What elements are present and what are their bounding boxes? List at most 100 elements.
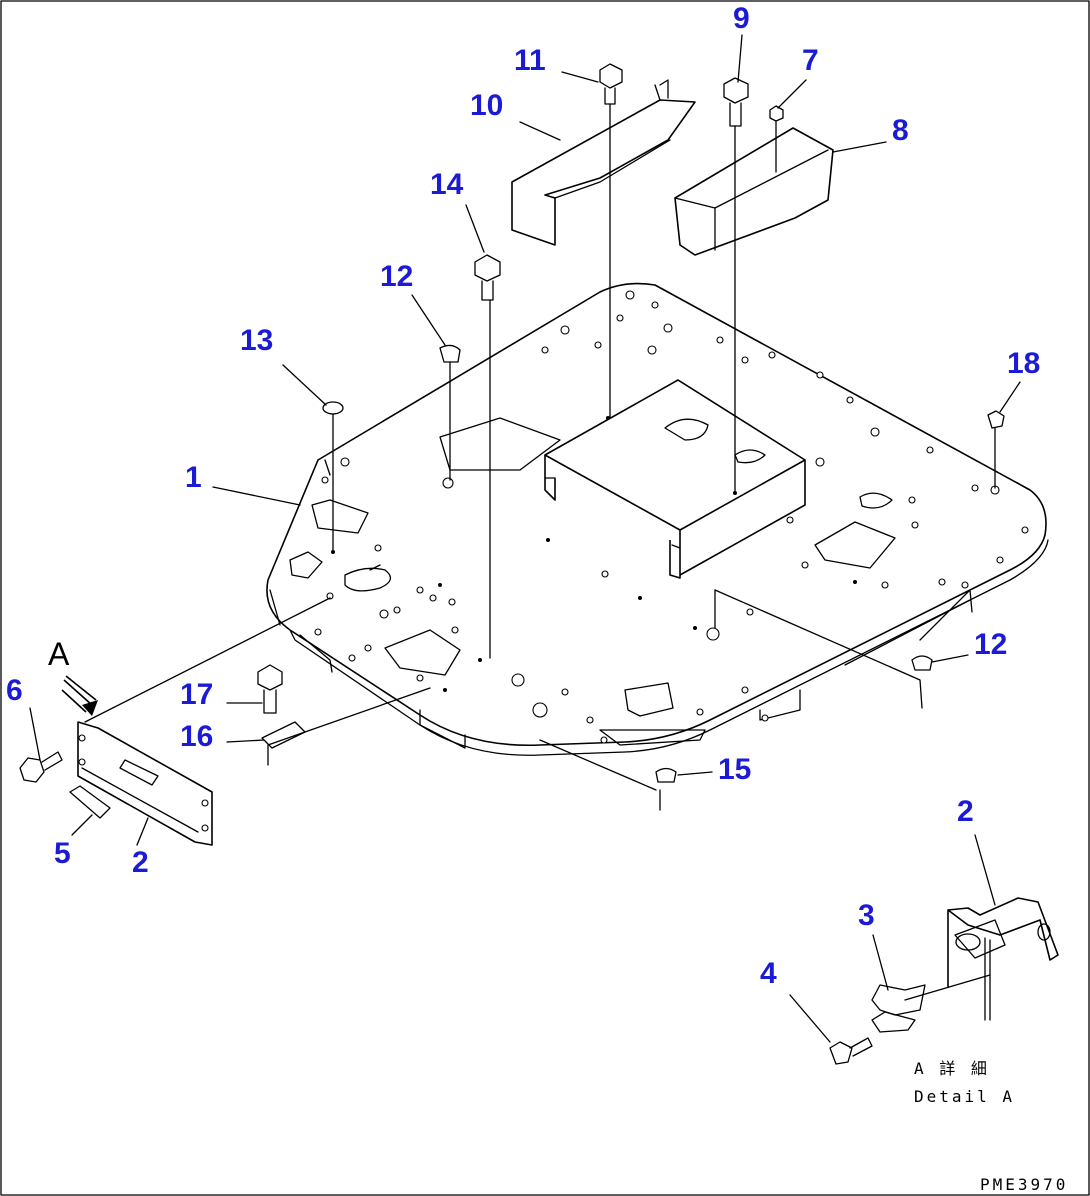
plate-holes (314, 290, 1029, 744)
plate-hole (560, 325, 570, 335)
bolt-9 (723, 77, 749, 493)
plate-hole (331, 550, 335, 554)
plate-hole (696, 708, 704, 716)
callout-10: 10 (470, 89, 503, 122)
callout-17: 17 (180, 678, 213, 711)
plate-hole (786, 516, 794, 524)
plate-hole (1021, 526, 1029, 534)
plate-hole (443, 688, 447, 692)
callout-8: 8 (892, 114, 909, 147)
plug-12-right (911, 655, 933, 671)
plate-hole (815, 457, 825, 467)
plate-hole (716, 336, 724, 344)
plate-hole (442, 477, 454, 489)
callout-14: 14 (430, 168, 464, 201)
plate-hole (541, 346, 549, 354)
plate-hole (364, 644, 372, 652)
plate-hole (601, 570, 609, 578)
plate-hole (746, 608, 754, 616)
drawing-code: PME3970 (980, 1175, 1068, 1194)
bolt-17 (257, 664, 283, 714)
bracket-2-left (77, 721, 213, 846)
plate-hole (846, 396, 854, 404)
plate-hole (594, 341, 602, 349)
leader-lines (84, 597, 661, 811)
plate-hole (326, 592, 334, 600)
callout-5: 5 (54, 837, 71, 870)
plate-hole (908, 496, 916, 504)
plate-hole (663, 323, 673, 333)
plate-hole (706, 627, 720, 641)
plate-hole (625, 290, 635, 300)
bolt-11 (599, 63, 623, 419)
callout-1: 1 (185, 461, 202, 494)
plate-hole (996, 556, 1004, 564)
cover-10 (511, 79, 696, 246)
callout-11: 11 (514, 44, 546, 77)
plate-hole (429, 594, 437, 602)
spacer-5 (69, 785, 111, 819)
plate-hole (816, 371, 824, 379)
plate-hole (314, 628, 322, 636)
plate-hole (348, 654, 356, 662)
plate-hole (416, 586, 424, 594)
detail-caption-en: Detail A (914, 1087, 1015, 1106)
plate-hole (741, 356, 749, 364)
callout-3: 3 (858, 899, 875, 932)
plate-hole (853, 580, 857, 584)
callout-2-detail: 2 (957, 795, 974, 828)
plug-15 (655, 767, 677, 783)
plate-16 (261, 721, 306, 749)
callout-18: 18 (1007, 347, 1040, 380)
plate-hole (321, 476, 329, 484)
nut-7 (769, 105, 784, 173)
callout-9: 9 (733, 2, 750, 35)
plate-hole (693, 626, 697, 630)
plate-hole (647, 345, 657, 355)
callout-13: 13 (240, 324, 273, 357)
cover-8 (674, 127, 834, 256)
callout-2-left: 2 (132, 846, 149, 879)
plate-hole (586, 716, 594, 724)
plate-hole (511, 673, 525, 687)
plate-hole (561, 688, 569, 696)
plate-hole (768, 351, 776, 359)
plate-hole (379, 609, 389, 619)
detail-caption-jp: A 詳 細 (914, 1059, 990, 1078)
callout-7: 7 (802, 44, 819, 77)
plate-hole (616, 314, 624, 322)
callout-leaders (29, 34, 1021, 1043)
plate-hole (741, 686, 749, 694)
plate-hole (606, 416, 610, 420)
callout-15: 15 (718, 753, 751, 786)
callout-12-top: 12 (380, 260, 413, 293)
view-marker-a: A (48, 636, 70, 672)
plate-hole (478, 658, 482, 662)
plate-hole (733, 491, 737, 495)
callout-16: 16 (180, 720, 213, 753)
plate-hole (870, 427, 880, 437)
plate-hole (801, 561, 809, 569)
plate-hole (451, 626, 459, 634)
plug-13 (322, 401, 344, 551)
plate-hole (393, 606, 401, 614)
plate-hole (761, 714, 769, 722)
plate-hole (340, 457, 350, 467)
bolt-6 (19, 751, 63, 783)
plate-hole (546, 538, 550, 542)
plate-hole (532, 702, 548, 718)
plate-hole (926, 446, 934, 454)
plate-hole (971, 484, 979, 492)
floor-plate (266, 282, 1049, 756)
plate-hole (651, 301, 659, 309)
plate-hole (911, 521, 919, 529)
plate-hole (938, 578, 946, 586)
view-arrow-a (61, 675, 98, 716)
plug-12-top (439, 344, 461, 481)
plate-hole (881, 581, 889, 589)
plate-hole (374, 544, 382, 552)
plate-hole (600, 736, 608, 744)
